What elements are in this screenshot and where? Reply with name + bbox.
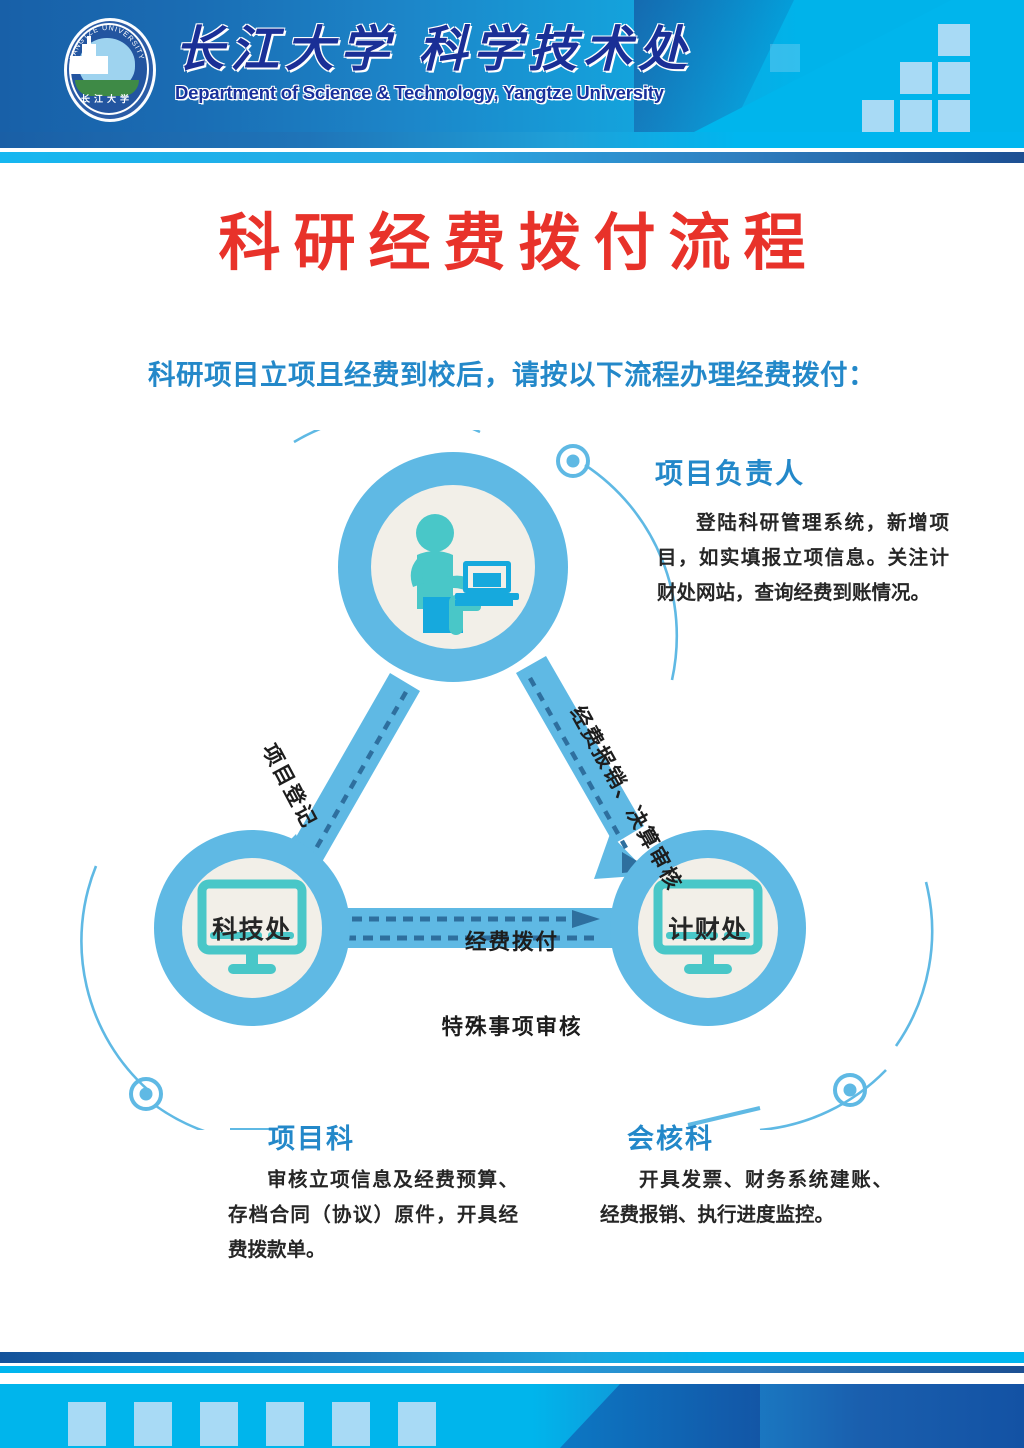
logo-lawn [75,80,139,96]
flow-diagram: 科技处 计财处 [60,430,964,1130]
node-inner-disc: 计财处 [638,858,778,998]
body-project-section: 审核立项信息及经费预算、存档合同（协议）原件，开具经费拨款单。 [228,1168,518,1261]
logo-arc-text: YANGTZE UNIVERSITY [67,23,146,61]
heading-project-leader: 项目负责人 [655,457,806,490]
footer-wedge [560,1384,760,1448]
logo-building-spire [87,36,91,46]
header-rule-primary [0,132,1024,148]
footer-square [134,1402,172,1446]
logo-building-tower [82,44,96,74]
arc-ring-marker [556,444,590,478]
person-at-desk-icon [410,514,519,635]
footer-rule-secondary [0,1366,1024,1373]
label-underline-right [687,1106,761,1127]
body-audit-section: 开具发票、财务系统建账、经费报销、执行进度监控。 [600,1168,892,1226]
edge-label-special-item-review: 特殊事项审核 [441,1015,583,1040]
node-project-leader[interactable] [338,452,568,682]
heading-project-section: 项目科 [268,1124,355,1155]
svg-text:YANGTZE UNIVERSITY: YANGTZE UNIVERSITY [67,23,146,61]
header-square-dim [770,44,800,72]
logo-arc-label: YANGTZE UNIVERSITY [67,23,145,61]
node-inner-disc: 科技处 [182,858,322,998]
header-square [938,100,970,132]
brand-title-en: Department of Science & Technology, Yang… [175,82,664,103]
arc-ring-marker [129,1077,163,1111]
footer-square [200,1402,238,1446]
edge-leader-to-finance [516,656,652,879]
node-science-tech-dept[interactable]: 科技处 [154,830,350,1026]
heading-audit-section: 会核科 [627,1124,714,1155]
header-square [900,100,932,132]
arc-ring-marker [833,1073,867,1107]
brand-block: 长江大学 科学技术处 Department of Science & Techn… [175,18,695,118]
footer-square [332,1402,370,1446]
header-square [862,100,894,132]
page-footer [0,1384,1024,1448]
monitor-icon [197,879,307,974]
footer-square [266,1402,304,1446]
page-header: YANGTZE UNIVERSITY 长江大学 长江大学 科学技术处 Depar… [0,0,1024,132]
brand-title-cn: 长江大学 科学技术处 [175,20,694,78]
node-finance-dept[interactable]: 计财处 [610,830,806,1026]
decorative-arcs [80,430,934,1130]
page-title: 科研经费拨付流程 [218,206,819,279]
monitor-icon [653,879,763,974]
footer-square [68,1402,106,1446]
node-inner-disc [371,485,535,649]
node-monitor-label: 计财处 [668,915,748,944]
page-subtitle: 科研项目立项且经费到校后，请按以下流程办理经费拨付： [148,359,876,391]
header-square [938,62,970,94]
edge-label-funds-allocation: 经费拨付 [464,930,559,955]
university-logo: YANGTZE UNIVERSITY 长江大学 [58,18,156,122]
footer-rule-primary [0,1352,1024,1363]
header-square [900,62,932,94]
header-rule-secondary [0,152,1024,163]
header-square-pattern [770,8,1002,132]
node-monitor-label: 科技处 [212,915,292,944]
logo-cn-abbrev: 长江大学 [80,94,133,104]
header-square [938,24,970,56]
footer-square [398,1402,436,1446]
body-project-leader: 登陆科研管理系统，新增项目，如实填报立项信息。关注计财处网站，查询经费到账情况。 [657,511,949,604]
